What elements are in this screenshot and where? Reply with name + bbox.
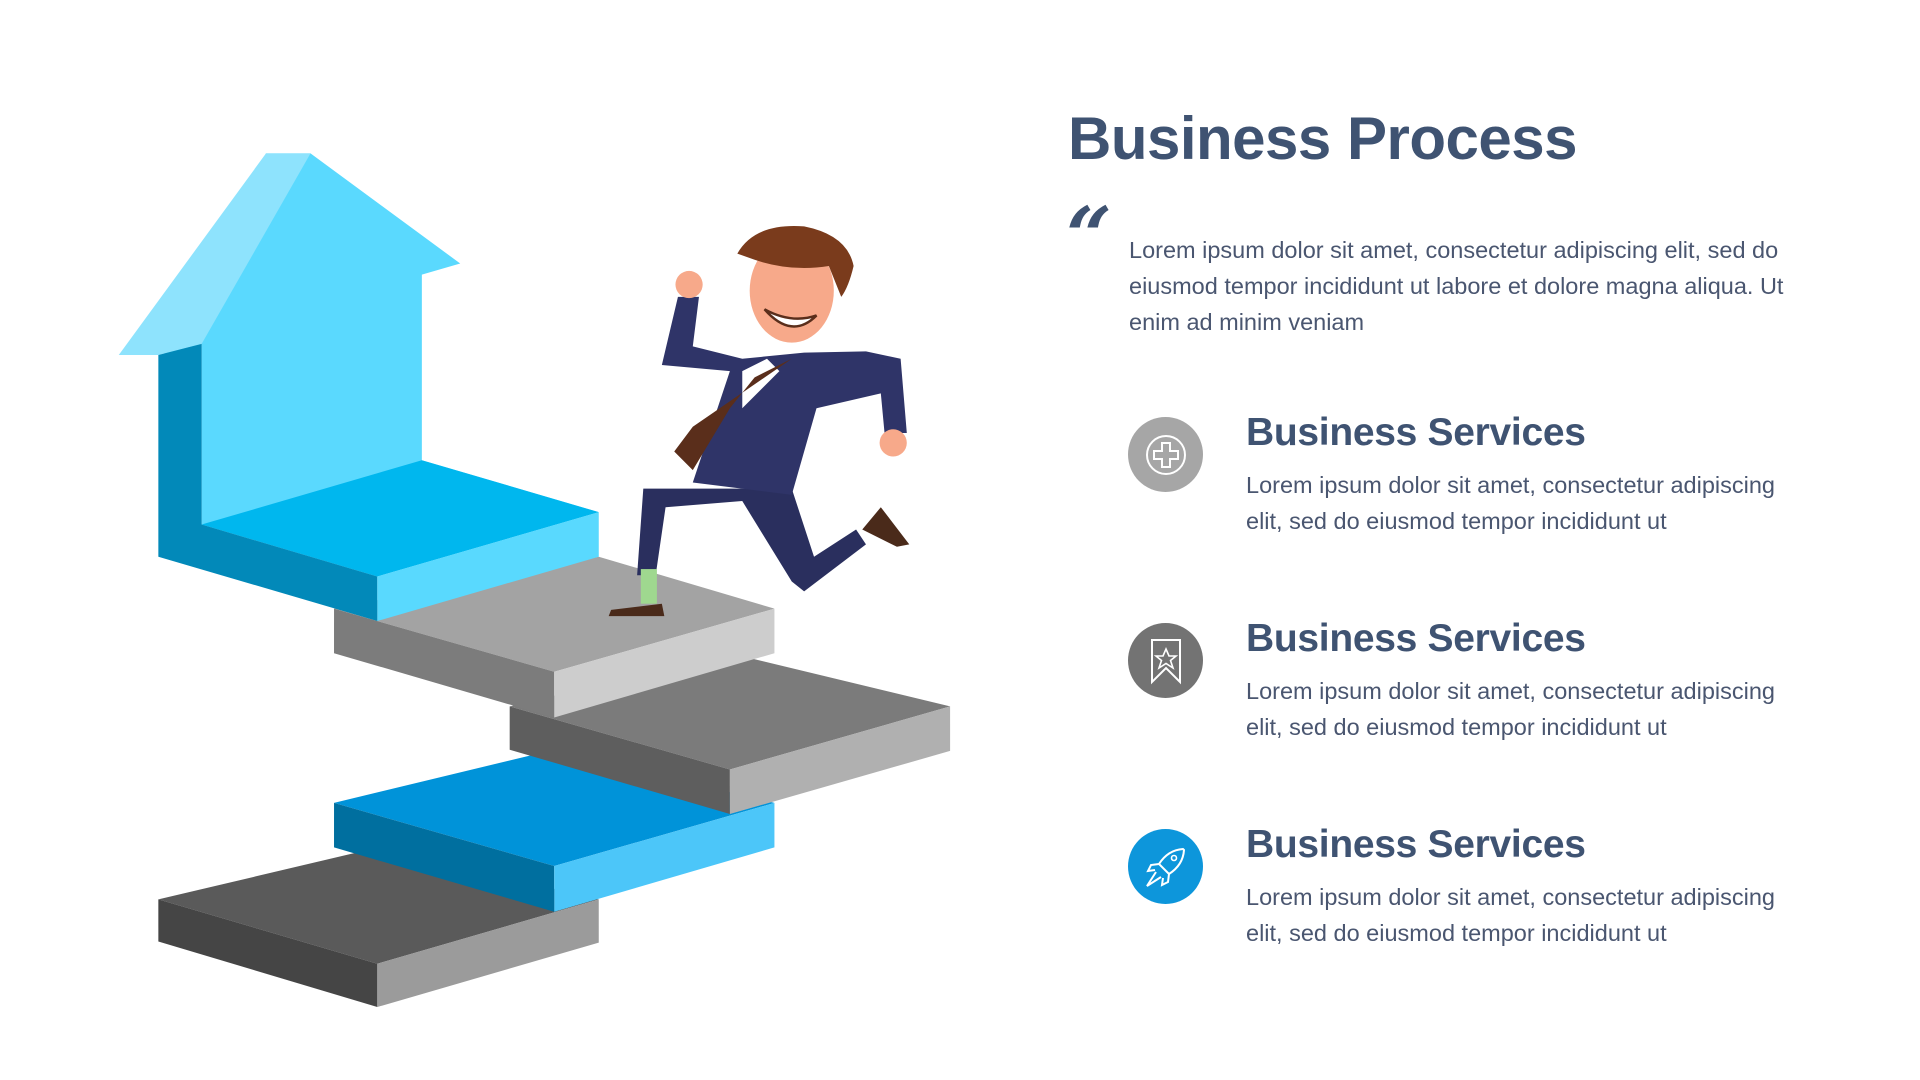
- businessman-figure: [608, 225, 910, 617]
- service-text: Lorem ipsum dolor sit amet, consectetur …: [1246, 472, 1775, 534]
- quote-icon: “: [1066, 189, 1113, 283]
- service-title: Business Services: [1246, 823, 1586, 866]
- service-text: Lorem ipsum dolor sit amet, consectetur …: [1246, 884, 1775, 946]
- service-item-1: Business Services Lorem ipsum dolor sit …: [1128, 411, 1828, 557]
- arrow-up: [118, 153, 599, 622]
- service-title: Business Services: [1246, 411, 1586, 454]
- service-title: Business Services: [1246, 617, 1586, 660]
- page-title: Business Process: [1068, 105, 1577, 172]
- service-text: Lorem ipsum dolor sit amet, consectetur …: [1246, 678, 1775, 740]
- service-item-2: Business Services Lorem ipsum dolor sit …: [1128, 617, 1828, 763]
- step-4: [334, 556, 775, 718]
- service-item-3: Business Services Lorem ipsum dolor sit …: [1128, 823, 1828, 969]
- bookmark-star-icon: [1128, 623, 1203, 698]
- rocket-icon: [1128, 829, 1203, 904]
- plus-circle-icon: [1128, 417, 1203, 492]
- intro-quote-text: Lorem ipsum dolor sit amet, consectetur …: [1129, 237, 1784, 335]
